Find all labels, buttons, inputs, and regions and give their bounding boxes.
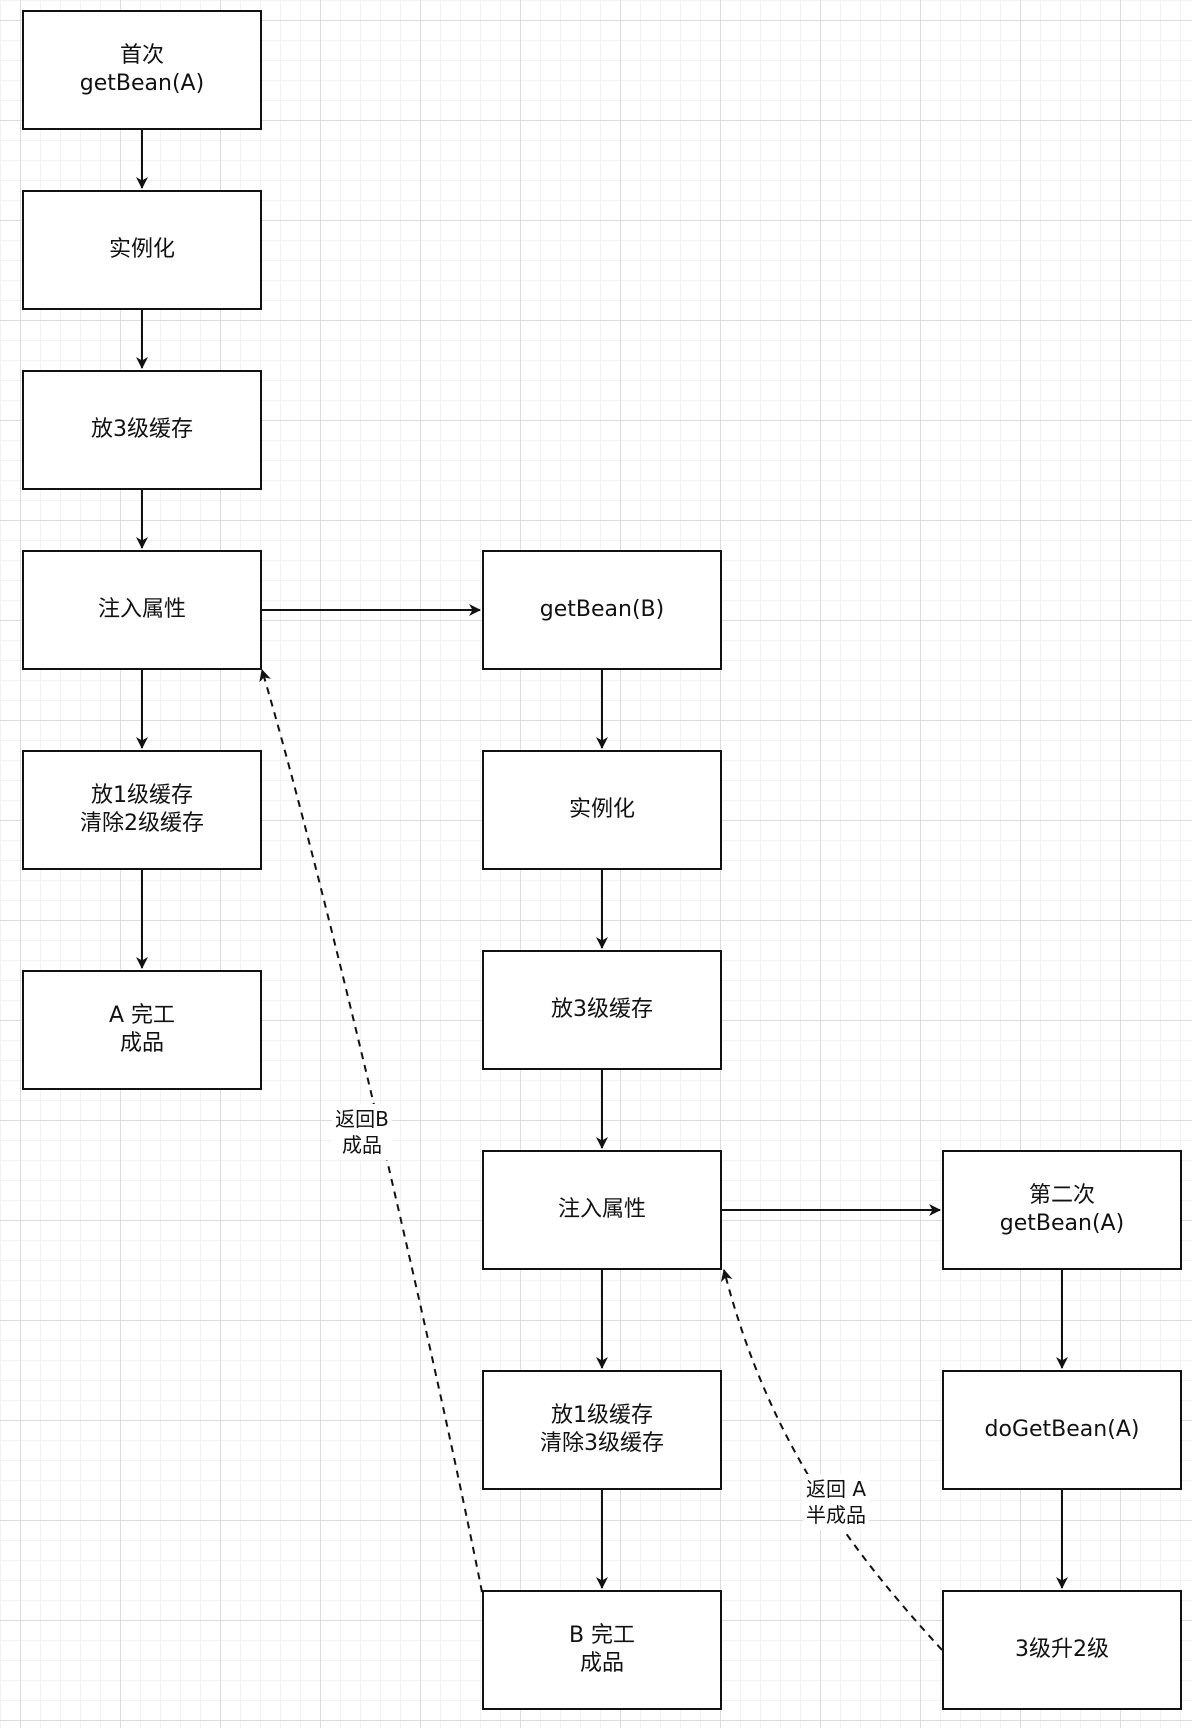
node-a-inject-props[interactable]: 注入属性 [22, 550, 262, 670]
node-b-done[interactable]: B 完工 成品 [482, 1590, 722, 1710]
node-label: getBean(B) [539, 597, 665, 622]
node-a-done[interactable]: A 完工 成品 [22, 970, 262, 1090]
node-label: 放3级缓存 [91, 417, 193, 442]
node-a-instantiate[interactable]: 实例化 [22, 190, 262, 310]
node-b-put-l3-cache[interactable]: 放3级缓存 [482, 950, 722, 1070]
node-label: A 完工 成品 [108, 1003, 176, 1056]
node-label: 实例化 [568, 797, 635, 822]
node-label: 放3级缓存 [551, 997, 653, 1022]
node-b-put-l1-clear-l3[interactable]: 放1级缓存 清除3级缓存 [482, 1370, 722, 1490]
node-label: B 完工 成品 [568, 1623, 636, 1676]
edge-return-a-dashed [720, 1269, 943, 1651]
node-label: 3级升2级 [1015, 1637, 1109, 1662]
node-label: 放1级缓存 清除3级缓存 [540, 1403, 664, 1456]
node-b-getbean[interactable]: getBean(B) [482, 550, 722, 670]
node-label: doGetBean(A) [984, 1417, 1140, 1442]
edge-return-b-dashed [259, 669, 483, 1593]
node-a-first-getbean[interactable]: 首次 getBean(A) [22, 10, 262, 130]
edge-label-return-b: 返回B 成品 [332, 1104, 392, 1160]
node-l3-to-l2[interactable]: 3级升2级 [942, 1590, 1182, 1710]
node-a-put-l1-clear-l2[interactable]: 放1级缓存 清除2级缓存 [22, 750, 262, 870]
node-a-second-getbean[interactable]: 第二次 getBean(A) [942, 1150, 1182, 1270]
node-label: 注入属性 [97, 597, 186, 622]
node-label: 注入属性 [557, 1197, 646, 1222]
edge-label-return-a: 返回 A 半成品 [802, 1474, 870, 1530]
node-label: 第二次 getBean(A) [999, 1183, 1125, 1236]
node-label: 实例化 [108, 237, 175, 262]
node-label: 首次 getBean(A) [79, 43, 205, 96]
node-b-inject-props[interactable]: 注入属性 [482, 1150, 722, 1270]
node-b-instantiate[interactable]: 实例化 [482, 750, 722, 870]
node-do-getbean-a[interactable]: doGetBean(A) [942, 1370, 1182, 1490]
node-a-put-l3-cache[interactable]: 放3级缓存 [22, 370, 262, 490]
node-label: 放1级缓存 清除2级缓存 [80, 783, 204, 836]
